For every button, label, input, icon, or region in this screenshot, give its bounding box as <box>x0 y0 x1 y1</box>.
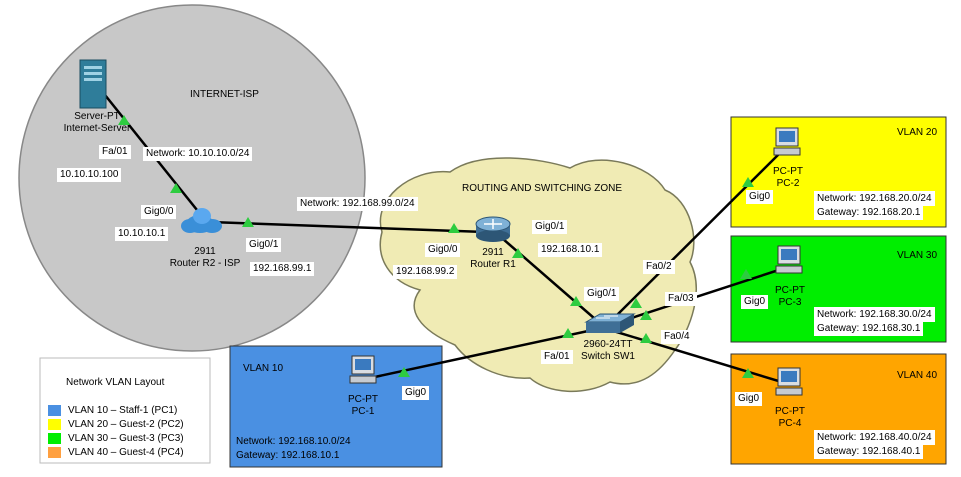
link-r2-r1 <box>209 220 486 234</box>
vlan10-box <box>229 345 443 468</box>
legend-box <box>39 357 211 464</box>
server-icon <box>79 59 107 109</box>
link-sw1-pc3 <box>609 266 786 327</box>
r1-ip-label: 192.168.99.2 <box>393 265 458 279</box>
legend-item: VLAN 30 – Guest-3 (PC3) <box>48 432 184 444</box>
sw-gig01-label: Gig0/1 <box>584 287 620 301</box>
pc2-name: PC-2 <box>776 178 800 189</box>
vlan40-title: VLAN 40 <box>897 370 938 381</box>
pc2-type: PC-PT <box>773 166 803 177</box>
link-r1-sw1 <box>494 231 603 326</box>
pc1-type: PC-PT <box>348 394 378 405</box>
link-up-icon <box>630 298 642 308</box>
vlan30-title: VLAN 30 <box>897 250 938 261</box>
link-up-icon <box>170 183 182 193</box>
cloud-router-icon <box>181 208 222 233</box>
sw-fa02-label: Fa0/2 <box>643 260 675 274</box>
pc4-port-label: Gig0 <box>735 392 763 406</box>
r2-name: Router R2 - ISP <box>169 258 241 269</box>
server-ip-label: 10.10.10.100 <box>57 168 122 182</box>
sw1-name: Switch SW1 <box>581 351 635 362</box>
r2-ip-label: 10.10.10.1 <box>115 227 169 241</box>
pc-icon <box>773 127 801 156</box>
link-up-icon <box>562 328 574 338</box>
router-icon <box>475 216 511 242</box>
vlan30-network: Network: 192.168.30.0/24 <box>814 307 935 322</box>
r2-model: 2911 <box>194 246 216 257</box>
sw-fa01-label: Fa/01 <box>541 350 573 364</box>
vlan10-gateway: Gateway: 192.168.10.1 <box>236 450 340 461</box>
link-sw1-pc2 <box>609 149 784 323</box>
server-name: Internet-Server <box>63 123 131 134</box>
vlan20-title: VLAN 20 <box>897 127 938 138</box>
pc-icon <box>775 367 803 396</box>
link-up-icon <box>398 367 410 377</box>
routing-zone-title: ROUTING AND SWITCHING ZONE <box>462 183 622 194</box>
r2-gig00-label: Gig0/0 <box>141 205 177 219</box>
server-port-label: Fa/01 <box>99 145 131 159</box>
vlan40-gateway: Gateway: 192.168.40.1 <box>814 444 924 459</box>
legend-item-label: VLAN 30 – Guest-3 (PC3) <box>68 432 184 444</box>
r1-name: Router R1 <box>470 259 516 270</box>
r2-gig01-label: Gig0/1 <box>246 238 282 252</box>
link-up-icon <box>740 269 752 279</box>
pc3-port-label: Gig0 <box>741 295 769 309</box>
pc3-type: PC-PT <box>775 285 805 296</box>
pc-icon <box>775 245 803 274</box>
pc-icon <box>349 355 377 384</box>
vlan20-network: Network: 192.168.20.0/24 <box>814 191 935 206</box>
link-up-icon <box>570 296 582 306</box>
legend-item: VLAN 40 – Guest-4 (PC4) <box>48 446 184 458</box>
r1-gig01-label: Gig0/1 <box>532 220 568 234</box>
legend-item-label: VLAN 20 – Guest-2 (PC2) <box>68 418 184 430</box>
pc4-type: PC-PT <box>775 406 805 417</box>
pc3-name: PC-3 <box>778 297 802 308</box>
link-up-icon <box>742 177 754 187</box>
link-up-icon <box>640 333 652 343</box>
sw-fa04-label: Fa0/4 <box>661 330 693 344</box>
link-up-icon <box>448 223 460 233</box>
legend-swatch <box>48 432 61 444</box>
vlan30-gateway: Gateway: 192.168.30.1 <box>814 321 924 336</box>
network-10-label: Network: 10.10.10.0/24 <box>143 147 253 161</box>
pc4-name: PC-4 <box>778 418 802 429</box>
legend-swatch <box>48 446 61 458</box>
link-sw1-pc4 <box>609 328 786 385</box>
legend-item: VLAN 20 – Guest-2 (PC2) <box>48 418 184 430</box>
vlan20-gateway: Gateway: 192.168.20.1 <box>814 205 924 220</box>
pc2-port-label: Gig0 <box>746 190 774 204</box>
link-up-icon <box>512 248 524 258</box>
r1-gig00-label: Gig0/0 <box>425 243 461 257</box>
legend-item: VLAN 10 – Staff-1 (PC1) <box>48 404 177 416</box>
legend-swatch <box>48 418 61 430</box>
vlan10-title: VLAN 10 <box>243 363 284 374</box>
sw1-model: 2960-24TT <box>583 339 633 350</box>
legend-title: Network VLAN Layout <box>66 377 165 388</box>
r1-model: 2911 <box>482 247 504 258</box>
vlan10-network: Network: 192.168.10.0/24 <box>236 436 351 447</box>
legend-swatch <box>48 404 61 416</box>
link-up-icon <box>118 115 130 125</box>
server-type: Server-PT <box>74 111 120 122</box>
legend-item-label: VLAN 40 – Guest-4 (PC4) <box>68 446 184 458</box>
switch-icon <box>584 313 636 333</box>
pc1-port-label: Gig0 <box>402 386 430 400</box>
pc1-name: PC-1 <box>351 406 375 417</box>
r2-ip2-label: 192.168.99.1 <box>250 262 315 276</box>
legend-item-label: VLAN 10 – Staff-1 (PC1) <box>68 404 178 416</box>
link-up-icon <box>742 368 754 378</box>
network-99-label: Network: 192.168.99.0/24 <box>297 197 418 211</box>
sw-fa03-label: Fa/03 <box>665 292 697 306</box>
internet-zone-title: INTERNET-ISP <box>190 89 259 100</box>
vlan40-network: Network: 192.168.40.0/24 <box>814 430 935 445</box>
link-up-icon <box>640 310 652 320</box>
r1-ip2-label: 192.168.10.1 <box>538 243 603 257</box>
link-up-icon <box>242 217 254 227</box>
